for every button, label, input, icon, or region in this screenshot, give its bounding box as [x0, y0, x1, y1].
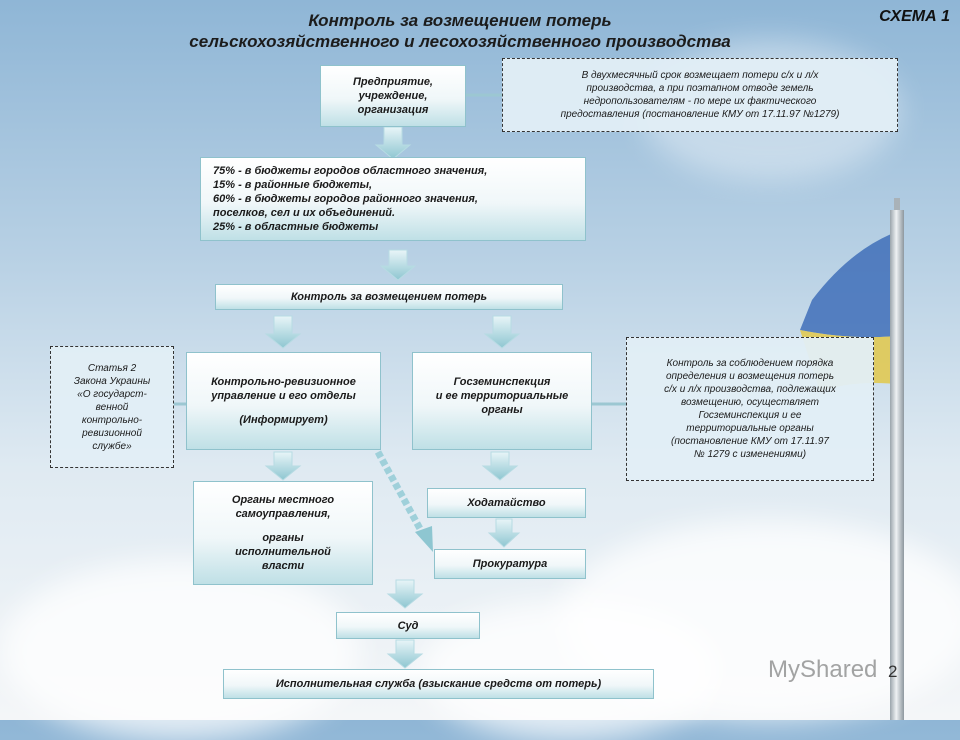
box-text-line: органы	[262, 532, 304, 544]
note-line: № 1279 с изменениями)	[693, 449, 807, 460]
note-line: Закона Украины	[73, 375, 151, 387]
box-text-line: Контрольно-ревизионное	[211, 376, 356, 388]
note-top-right: В двухмесячный срок возмещает потери с/х…	[502, 58, 898, 132]
note-line: «О государст-	[77, 388, 147, 400]
box-text-line: учреждение,	[358, 90, 428, 102]
flagpole-top	[894, 198, 900, 212]
note-line: (постановление КМУ от 17.11.97	[671, 436, 829, 447]
box-text-line: самоуправления,	[235, 508, 331, 520]
note-line: возмещению, осуществляет	[680, 397, 819, 408]
petition-box: Ходатайство	[427, 488, 586, 518]
note-line: венной	[95, 401, 129, 413]
box-text-line: Органы местного	[231, 494, 335, 506]
box-text-line: 60% - в бюджеты городов районного значен…	[213, 193, 478, 205]
box-text-line: Контроль за возмещением потерь	[290, 291, 488, 303]
note-right: Контроль за соблюдением порядка определе…	[626, 337, 874, 481]
cloud	[0, 560, 360, 740]
note-line: контрольно-	[81, 414, 143, 426]
note-line: В двухмесячный срок возмещает потери с/х…	[581, 70, 819, 81]
diagram-title: Контроль за возмещением потерь сельскохо…	[150, 10, 770, 52]
note-line: производства, а при поэтапном отводе зем…	[586, 83, 814, 94]
down-arrow	[379, 249, 417, 281]
box-text-line: исполнительной	[235, 546, 331, 558]
note-line: Госземинспекция и ее	[698, 410, 802, 421]
note-line: Статья 2	[87, 362, 137, 374]
note-line: определения и возмещения потерь	[665, 371, 834, 382]
box-text-line: власти	[261, 560, 305, 572]
court-box: Суд	[336, 612, 480, 639]
note-line: Контроль за соблюдением порядка	[666, 358, 834, 369]
box-text-line: Предприятие,	[353, 76, 433, 88]
box-text-line: управление и его отделы	[211, 390, 356, 402]
box-text-line: 25% - в областные бюджеты	[213, 221, 379, 233]
note-line: службе»	[92, 440, 132, 452]
note-line: с/х и л/х производства, подлежащих	[664, 384, 836, 395]
title-line: сельскохозяйственного и лесохозяйственно…	[189, 32, 731, 51]
schema-label: СХЕМА 1	[879, 8, 950, 25]
watermark: MyShared	[768, 656, 878, 683]
box-text-line: организация	[357, 104, 429, 116]
down-arrow	[374, 126, 412, 160]
diagram-connectors	[174, 93, 626, 669]
title-line: Контроль за возмещением потерь	[308, 11, 612, 30]
enterprise-box: Предприятие, учреждение, организация	[320, 65, 466, 127]
budgets-box: 75% - в бюджеты городов областного значе…	[200, 157, 586, 241]
box-text-line: 75% - в бюджеты городов областного значе…	[213, 165, 488, 177]
box-text-line: поселков, сел и их объединений.	[213, 207, 396, 219]
local-authorities-box: Органы местного самоуправления, органы и…	[193, 481, 373, 585]
box-text-line: Исполнительная служба (взыскание средств…	[275, 678, 602, 690]
box-text-line: и ее территориальные	[435, 390, 569, 402]
down-arrow	[264, 315, 302, 349]
box-text-line: Суд	[397, 619, 419, 632]
down-arrow	[481, 451, 519, 481]
note-left: Статья 2 Закона Украины «О государст- ве…	[50, 346, 174, 468]
down-arrow	[386, 579, 424, 609]
prosecutor-box: Прокуратура	[434, 549, 586, 579]
executive-service-box: Исполнительная служба (взыскание средств…	[223, 669, 654, 699]
box-text-line: Госземинспекция	[453, 376, 551, 388]
note-line: предоставления (постановление КМУ от 17.…	[560, 109, 840, 120]
page-number: 2	[888, 662, 898, 681]
note-line: ревизионной	[82, 427, 142, 439]
down-arrow	[264, 451, 302, 481]
goszem-box: Госземинспекция и ее территориальные орг…	[412, 352, 592, 450]
down-arrow	[483, 315, 521, 349]
control-box: Контроль за возмещением потерь	[215, 284, 563, 310]
box-text-line: органы	[481, 404, 523, 416]
down-arrow	[487, 518, 521, 548]
box-text-line: (Информирует)	[239, 414, 328, 426]
flagpole	[890, 210, 904, 720]
box-text-line: Ходатайство	[467, 497, 546, 509]
note-line: территориальные органы	[686, 423, 814, 434]
down-arrow	[386, 639, 424, 669]
diagonal-arrow	[374, 450, 433, 552]
box-text-line: Прокуратура	[472, 558, 548, 570]
box-text-line: 15% - в районные бюджеты,	[213, 179, 373, 191]
kru-box: Контрольно-ревизионное управление и его …	[186, 352, 381, 450]
note-line: недропользователям - по мере их фактичес…	[583, 96, 817, 107]
